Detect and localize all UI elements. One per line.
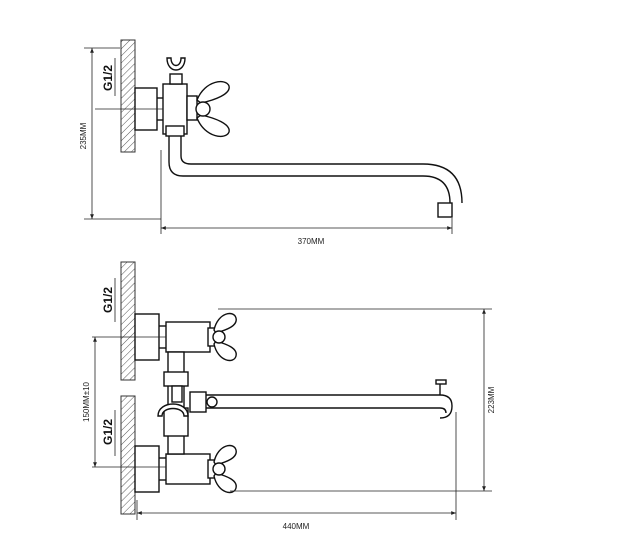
top-shower-holder bbox=[166, 57, 186, 85]
top-cross-handle bbox=[195, 80, 230, 138]
bottom-upper-handle bbox=[212, 312, 237, 362]
bottom-lower-thread-label: G1/2 bbox=[101, 419, 115, 445]
bottom-body-tube bbox=[167, 351, 185, 455]
bottom-lower-valve bbox=[165, 453, 211, 485]
top-height-label: 235MM bbox=[79, 122, 88, 149]
top-thread-label: G1/2 bbox=[101, 65, 115, 91]
bottom-wall-lower bbox=[120, 395, 136, 515]
bottom-shower-holder bbox=[157, 385, 189, 417]
bottom-wall-upper bbox=[120, 261, 136, 381]
top-spout bbox=[168, 136, 451, 204]
bottom-spacing-label: 150MM±10 bbox=[82, 381, 91, 422]
bottom-view: G1/2 G1/2 150MM±10 440MM 223MM bbox=[82, 261, 496, 531]
bottom-lower-handle bbox=[212, 444, 237, 494]
bottom-spout bbox=[206, 394, 453, 419]
top-view: 235MM G1/2 370MM bbox=[79, 39, 463, 246]
bottom-upper-thread-label: G1/2 bbox=[101, 287, 115, 313]
bottom-diverter bbox=[189, 391, 207, 413]
top-length-label: 370MM bbox=[298, 237, 325, 246]
top-wall bbox=[120, 39, 136, 153]
bottom-length-label: 440MM bbox=[283, 522, 310, 531]
bottom-upper-valve bbox=[165, 321, 211, 353]
bottom-height-label: 223MM bbox=[487, 386, 496, 413]
